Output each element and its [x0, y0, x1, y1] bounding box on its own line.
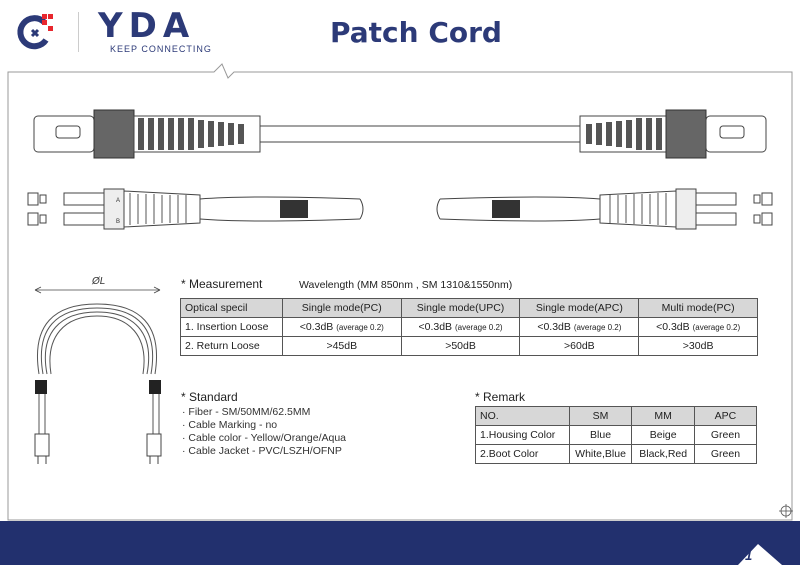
measurement-table: Optical specil Single mode(PC) Single mo… — [180, 298, 758, 356]
table-cell: White,Blue — [568, 444, 633, 464]
table-cell: Black,Red — [631, 444, 695, 464]
sc-patch-cord-drawing — [33, 109, 767, 159]
table-cell: <0.3dB (average 0.2) — [519, 317, 640, 337]
row-label: 1.Housing Color — [475, 425, 570, 445]
measurement-heading: * Measurement — [181, 277, 263, 291]
measurement-header-row: Optical specil Single mode(PC) Single mo… — [180, 298, 758, 318]
remark-heading: * Remark — [475, 390, 526, 404]
table-cell: Green — [693, 425, 758, 445]
table-cell: <0.3dB (average 0.2) — [281, 317, 402, 337]
table-row: 1. Insertion Loose <0.3dB (average 0.2) … — [180, 317, 758, 337]
brand-tagline: KEEP CONNECTING — [110, 44, 212, 54]
measurement-col-header: Single mode(APC) — [519, 298, 640, 318]
footer-bar — [0, 521, 800, 565]
table-row: 2.Boot Color White,Blue Black,Red Green — [475, 444, 758, 464]
remark-col-header: SM — [568, 406, 633, 426]
list-item: · Fiber - SM/50MM/62.5MM — [182, 406, 311, 418]
row-label: 2.Boot Color — [475, 444, 570, 464]
drawing-frame — [7, 63, 793, 521]
measurement-col-header: Multi mode(PC) — [638, 298, 758, 318]
standard-heading: * Standard — [181, 390, 238, 404]
brand-name: YDA — [98, 6, 196, 46]
remark-header-row: NO. SM MM APC — [475, 406, 758, 426]
table-cell: >30dB — [638, 336, 758, 356]
table-cell: <0.3dB (average 0.2) — [638, 317, 758, 337]
remark-col-header: MM — [631, 406, 695, 426]
row-label: 1. Insertion Loose — [180, 317, 283, 337]
lc-mark-b: B — [116, 219, 120, 225]
remark-col-header: NO. — [475, 406, 570, 426]
page-title: Patch Cord — [330, 16, 502, 49]
table-row: 1.Housing Color Blue Beige Green — [475, 425, 758, 445]
lc-duplex-cord-drawing: A B — [27, 188, 773, 230]
table-cell: <0.3dB (average 0.2) — [400, 317, 521, 337]
diameter-label: ØL — [92, 276, 106, 287]
table-cell: >60dB — [519, 336, 640, 356]
list-item: · Cable Jacket - PVC/LSZH/OFNP — [182, 445, 342, 457]
page-number-badge — [738, 544, 782, 565]
measurement-wavelength: Wavelength (MM 850nm , SM 1310&1550nm) — [299, 279, 513, 291]
table-row: 2. Return Loose >45dB >50dB >60dB >30dB — [180, 336, 758, 356]
standard-list: · Fiber - SM/50MM/62.5MM · Cable Marking… — [182, 406, 346, 458]
list-item: · Cable Marking - no — [182, 419, 278, 431]
table-cell: Blue — [568, 425, 633, 445]
table-cell: >50dB — [400, 336, 521, 356]
measurement-col-header: Optical specil — [180, 298, 283, 318]
header: YDA KEEP CONNECTING Patch Cord — [0, 0, 800, 60]
remark-col-header: APC — [693, 406, 758, 426]
lc-mark-a: A — [116, 198, 120, 204]
measurement-col-header: Single mode(PC) — [281, 298, 402, 318]
coiled-cord-drawing — [34, 286, 162, 464]
page-number: 1 — [745, 548, 753, 563]
row-label: 2. Return Loose — [180, 336, 283, 356]
remark-table: NO. SM MM APC 1.Housing Color Blue Beige… — [475, 406, 758, 464]
list-item: · Cable color - Yellow/Orange/Aqua — [182, 432, 347, 444]
measurement-col-header: Single mode(UPC) — [400, 298, 521, 318]
table-cell: >45dB — [281, 336, 402, 356]
logo-mark-icon — [17, 14, 53, 50]
table-cell: Green — [693, 444, 758, 464]
table-cell: Beige — [631, 425, 695, 445]
logo-divider — [78, 12, 79, 52]
